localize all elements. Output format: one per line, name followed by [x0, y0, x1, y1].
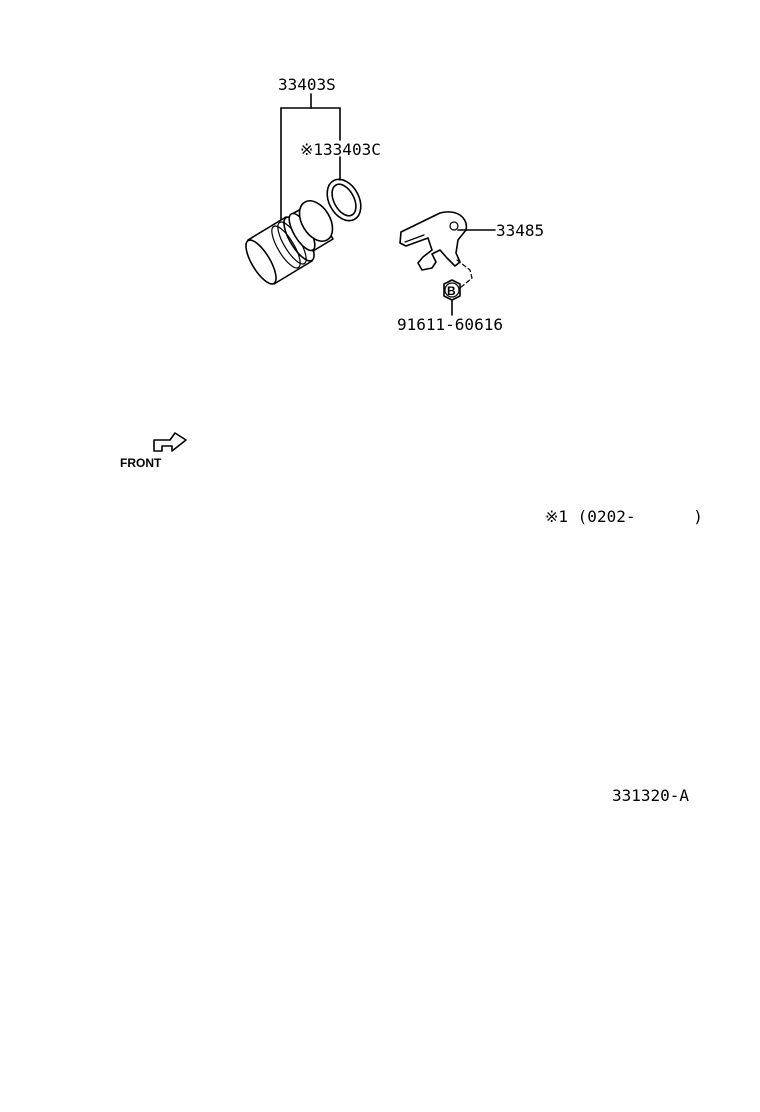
label-note-1: ※1 (0202- ) [545, 507, 703, 526]
bolt-marker: B [443, 279, 461, 301]
label-oring-33403c: ※133403C [300, 140, 381, 159]
oring-drawing [326, 178, 362, 222]
bolt-dashed-leader [456, 259, 473, 289]
label-front: FRONT [120, 456, 162, 470]
bolt-marker-letter: B [447, 284, 456, 298]
sleeve-drawing [245, 200, 334, 285]
front-arrow-icon [153, 432, 187, 452]
label-figure-code: 331320-A [612, 786, 689, 805]
clip-drawing [399, 211, 468, 271]
assembly-bracket [280, 93, 341, 223]
label-clip-33485: 33485 [496, 221, 544, 240]
label-assembly-33403s: 33403S [278, 75, 336, 94]
label-bolt-91611-60616: 91611-60616 [397, 315, 503, 334]
